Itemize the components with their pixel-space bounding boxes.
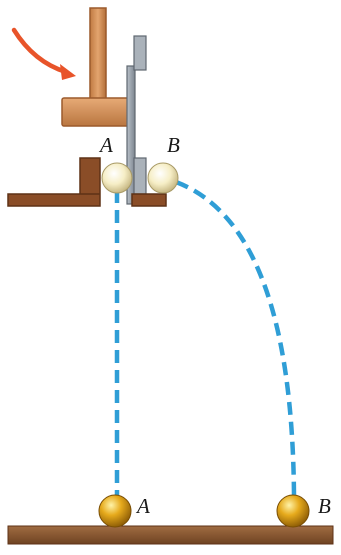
label-a-start: A — [98, 133, 113, 157]
support-ledge-left — [7, 157, 101, 207]
hammer-head — [61, 97, 135, 127]
spring-plate-lower-clip — [133, 157, 147, 195]
label-b-start: B — [167, 133, 180, 157]
trajectory-b — [175, 179, 297, 497]
support-ledge-right — [131, 193, 167, 207]
curved-arrow-icon — [11, 27, 76, 80]
ball-b-start — [147, 162, 179, 194]
ground — [7, 525, 334, 545]
spring-plate — [126, 65, 136, 205]
ball-b-end — [276, 494, 310, 528]
hammer-handle — [89, 7, 107, 105]
ball-a-end — [98, 494, 132, 528]
spring-plate-clip — [133, 35, 147, 71]
label-a-end: A — [135, 494, 150, 518]
label-b-end: B — [318, 494, 331, 518]
ball-a-start — [101, 162, 133, 194]
